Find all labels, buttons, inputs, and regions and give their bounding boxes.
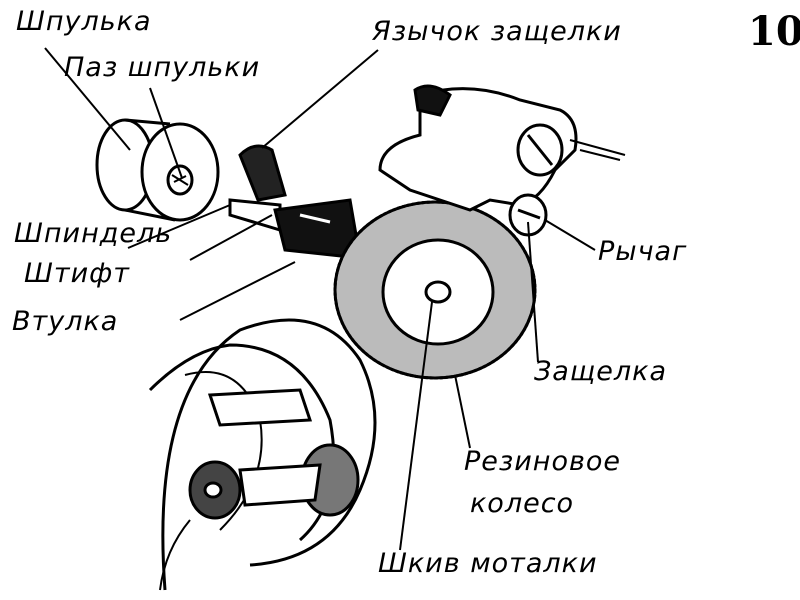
label-winder-pulley: Шкив моталки: [378, 548, 598, 579]
label-rubber-wheel-line2: колесо: [470, 488, 575, 519]
label-sleeve: Втулка: [12, 306, 119, 337]
bobbin-drawing: [95, 118, 220, 222]
rubber-wheel-drawing: [333, 200, 537, 380]
label-lever: Рычаг: [598, 236, 688, 267]
machine-housing-drawing: [148, 318, 377, 591]
label-rubber-wheel-line1: Резиновое: [464, 446, 622, 477]
figure-number: 10: [748, 8, 800, 55]
label-latch: Защелка: [534, 356, 668, 387]
label-bobbin: Шпулька: [16, 6, 152, 37]
spindle-drawing: [228, 144, 362, 260]
leader-lines: [44, 47, 596, 551]
lever-drawing: [378, 84, 626, 237]
label-spindle: Шпиндель: [14, 218, 173, 249]
label-latch-tongue: Язычок защелки: [372, 16, 622, 47]
label-bobbin-slot: Паз шпульки: [64, 52, 261, 83]
label-pin: Штифт: [24, 258, 130, 289]
